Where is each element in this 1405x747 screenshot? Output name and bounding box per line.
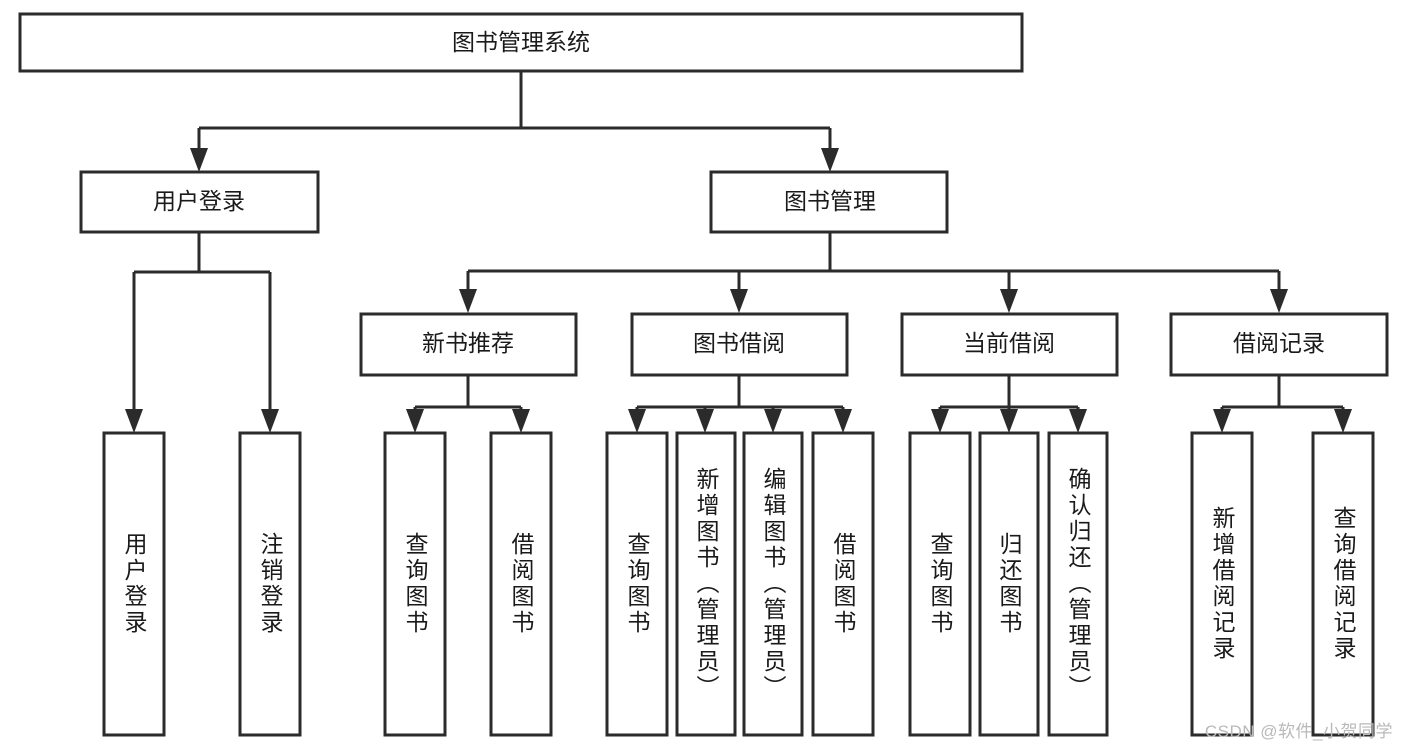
arrow-to-leaf-query-book-3 — [931, 409, 949, 433]
node-leaf-add-record-label: 新增借阅记录 — [1209, 506, 1236, 662]
node-user-login-label: 用户登录 — [153, 188, 245, 214]
arrow-to-leaf-query-record — [1334, 409, 1352, 433]
node-user-login[interactable]: 用户登录 — [79, 170, 320, 234]
node-leaf-borrow-book-2-box[interactable] — [811, 431, 875, 737]
node-leaf-query-record-label: 查询借阅记录 — [1330, 506, 1357, 662]
arrow-to-current-borrow — [1000, 289, 1018, 313]
node-leaf-query-book-3-box[interactable] — [908, 431, 972, 737]
node-leaf-query-book-1[interactable]: 查询图书 — [383, 431, 447, 737]
arrow-to-leaf-logout-login — [261, 409, 279, 433]
node-leaf-add-record[interactable]: 新增借阅记录 — [1190, 431, 1254, 737]
node-leaf-return-book[interactable]: 归还图书 — [978, 431, 1040, 737]
node-borrow-record[interactable]: 借阅记录 — [1169, 312, 1389, 377]
node-new-book-recommend[interactable]: 新书推荐 — [359, 312, 578, 377]
arrow-root-to-book-management — [821, 148, 839, 172]
node-book-borrow[interactable]: 图书借阅 — [630, 312, 849, 377]
node-leaf-edit-book-box[interactable] — [742, 431, 804, 737]
node-current-borrow-box[interactable] — [900, 312, 1119, 377]
node-leaf-borrow-book-1-box[interactable] — [489, 431, 553, 737]
arrow-to-leaf-borrow-book-1 — [512, 409, 530, 433]
node-leaf-logout-login[interactable]: 注销登录 — [238, 431, 302, 737]
connector-layer — [125, 71, 1352, 433]
node-leaf-query-record[interactable]: 查询借阅记录 — [1311, 431, 1375, 737]
node-book-borrow-label: 图书借阅 — [693, 330, 785, 356]
node-leaf-add-book-box[interactable] — [675, 431, 737, 737]
node-leaf-user-login[interactable]: 用户登录 — [102, 431, 166, 737]
node-leaf-logout-login-label: 注销登录 — [257, 532, 284, 636]
arrow-to-leaf-return-book — [1000, 409, 1018, 433]
node-book-borrow-box[interactable] — [630, 312, 849, 377]
arrow-to-new-book-recommend — [459, 289, 477, 313]
node-leaf-confirm-return-box[interactable] — [1047, 431, 1109, 737]
node-borrow-record-label: 借阅记录 — [1233, 330, 1325, 356]
arrow-to-leaf-user-login — [125, 409, 143, 433]
node-root-box[interactable] — [18, 12, 1024, 73]
arrow-to-leaf-confirm-return — [1069, 409, 1087, 433]
node-borrow-record-box[interactable] — [1169, 312, 1389, 377]
node-leaf-query-book-3[interactable]: 查询图书 — [908, 431, 972, 737]
node-book-management-label: 图书管理 — [784, 188, 876, 214]
node-leaf-add-book[interactable]: 新增图书（管理员） — [675, 431, 737, 737]
node-leaf-edit-book[interactable]: 编辑图书（管理员） — [742, 431, 804, 737]
node-leaf-query-book-2[interactable]: 查询图书 — [605, 431, 669, 737]
node-book-management[interactable]: 图书管理 — [709, 170, 949, 234]
node-leaf-query-book-3-label: 查询图书 — [927, 532, 954, 636]
node-root-label: 图书管理系统 — [452, 29, 590, 55]
node-user-login-box[interactable] — [79, 170, 320, 234]
node-book-management-box[interactable] — [709, 170, 949, 234]
arrow-to-book-borrow — [730, 289, 748, 313]
arrow-to-leaf-query-book-1 — [406, 409, 424, 433]
node-leaf-borrow-book-2[interactable]: 借阅图书 — [811, 431, 875, 737]
node-leaf-return-book-box[interactable] — [978, 431, 1040, 737]
arrow-to-borrow-record — [1270, 289, 1288, 313]
node-new-book-recommend-label: 新书推荐 — [422, 330, 514, 356]
node-leaf-user-login-label: 用户登录 — [121, 532, 148, 636]
arrow-root-to-user-login — [190, 148, 208, 172]
node-leaf-user-login-box[interactable] — [102, 431, 166, 737]
node-leaf-return-book-label: 归还图书 — [996, 532, 1023, 636]
node-leaf-confirm-return-label: 确认归还（管理员） — [1065, 467, 1092, 701]
arrow-to-leaf-query-book-2 — [628, 409, 646, 433]
node-leaf-query-book-2-label: 查询图书 — [624, 532, 651, 636]
node-leaf-borrow-book-1-label: 借阅图书 — [508, 532, 535, 636]
arrow-to-leaf-borrow-book-2 — [834, 409, 852, 433]
node-leaf-add-record-box[interactable] — [1190, 431, 1254, 737]
arrow-to-leaf-add-record — [1213, 409, 1231, 433]
node-root[interactable]: 图书管理系统 — [18, 12, 1024, 73]
arrow-to-leaf-edit-book — [764, 409, 782, 433]
node-current-borrow[interactable]: 当前借阅 — [900, 312, 1119, 377]
arrow-to-leaf-add-book — [696, 409, 714, 433]
node-leaf-query-book-2-box[interactable] — [605, 431, 669, 737]
node-leaf-borrow-book-1[interactable]: 借阅图书 — [489, 431, 553, 737]
node-leaf-query-book-1-box[interactable] — [383, 431, 447, 737]
node-leaf-query-record-box[interactable] — [1311, 431, 1375, 737]
node-leaf-borrow-book-2-label: 借阅图书 — [830, 532, 857, 636]
node-leaf-query-book-1-label: 查询图书 — [402, 532, 429, 636]
node-new-book-recommend-box[interactable] — [359, 312, 578, 377]
node-leaf-add-book-label: 新增图书（管理员） — [693, 467, 720, 701]
node-leaf-logout-login-box[interactable] — [238, 431, 302, 737]
node-current-borrow-label: 当前借阅 — [963, 330, 1055, 356]
node-leaf-confirm-return[interactable]: 确认归还（管理员） — [1047, 431, 1109, 737]
node-leaf-edit-book-label: 编辑图书（管理员） — [760, 467, 787, 701]
